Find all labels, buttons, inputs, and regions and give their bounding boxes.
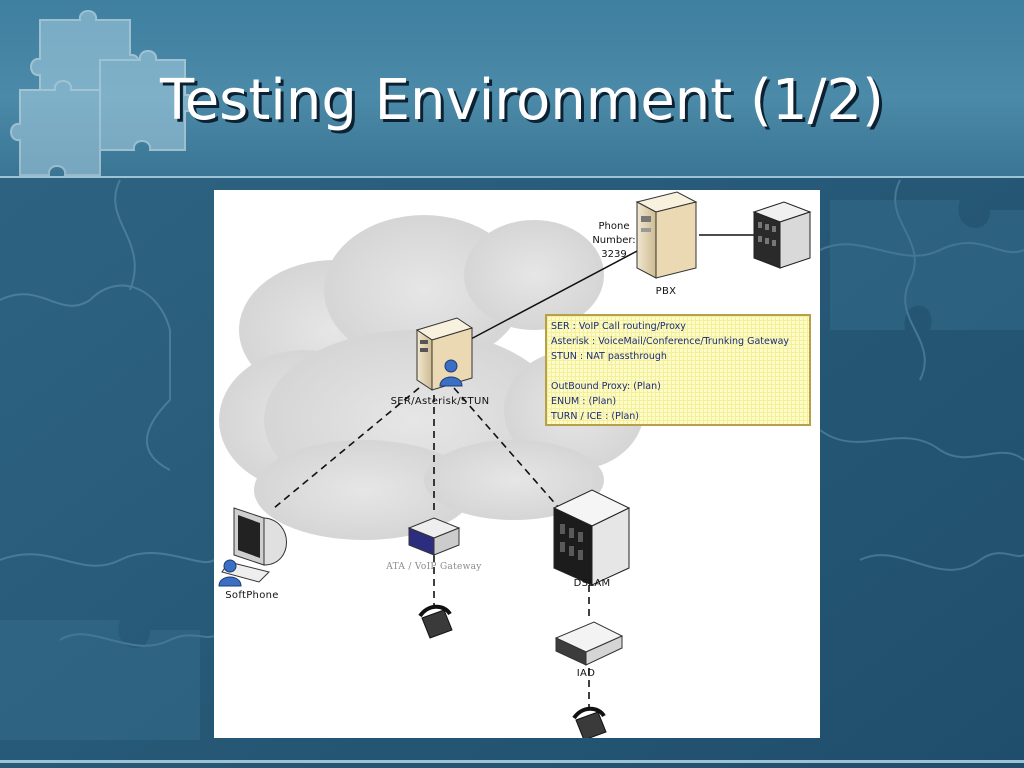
server-info-box: SER : VoIP Call routing/Proxy Asterisk :…: [545, 314, 811, 426]
phone-line-3: 3239: [601, 249, 627, 260]
softphone-label: SoftPhone: [225, 590, 279, 601]
server-icon: [415, 317, 474, 391]
phone-icon: [572, 706, 607, 738]
phone-icon: [418, 604, 453, 639]
puzzle-icon: [10, 10, 195, 176]
user-icon: [439, 359, 463, 387]
phone-line-1: Phone: [598, 221, 630, 232]
cloud-icon: [219, 215, 644, 540]
pbx-icon: [635, 191, 698, 279]
diagram-graphics: [218, 191, 812, 738]
rack-server-icon: [752, 201, 812, 269]
iad-label: IAD: [576, 668, 596, 679]
bottom-divider: [0, 760, 1024, 763]
info-line-2: Asterisk : VoiceMail/Conference/Trunking…: [551, 336, 790, 347]
title-bar: Testing Environment (1/2): [0, 0, 1024, 178]
info-line-5: OutBound Proxy: (Plan): [551, 381, 661, 392]
ser-server-label: SER/Asterisk/STUN: [390, 396, 490, 407]
info-line-1: SER : VoIP Call routing/Proxy: [551, 321, 686, 332]
info-line-4: [551, 364, 805, 379]
iad-icon: [554, 621, 624, 666]
user-icon: [218, 559, 242, 587]
pbx-label: PBX: [655, 286, 677, 297]
ata-label: ATA / VoIP Gateway: [386, 562, 482, 572]
info-line-7: TURN / ICE : (Plan): [551, 411, 640, 422]
dslam-label: DSLAM: [573, 578, 611, 589]
dslam-icon: [552, 489, 631, 586]
phone-line-2: Number:: [592, 235, 636, 246]
network-diagram: Phone Number: 3239 PBX SER/Asterisk/STUN…: [214, 190, 820, 738]
info-line-6: ENUM : (Plan): [551, 396, 617, 407]
ata-icon: [407, 517, 461, 556]
slide-title: Testing Environment (1/2): [160, 68, 884, 133]
info-line-3: STUN : NAT passthrough: [551, 351, 667, 362]
phone-number-label: Phone Number: 3239: [584, 220, 644, 262]
